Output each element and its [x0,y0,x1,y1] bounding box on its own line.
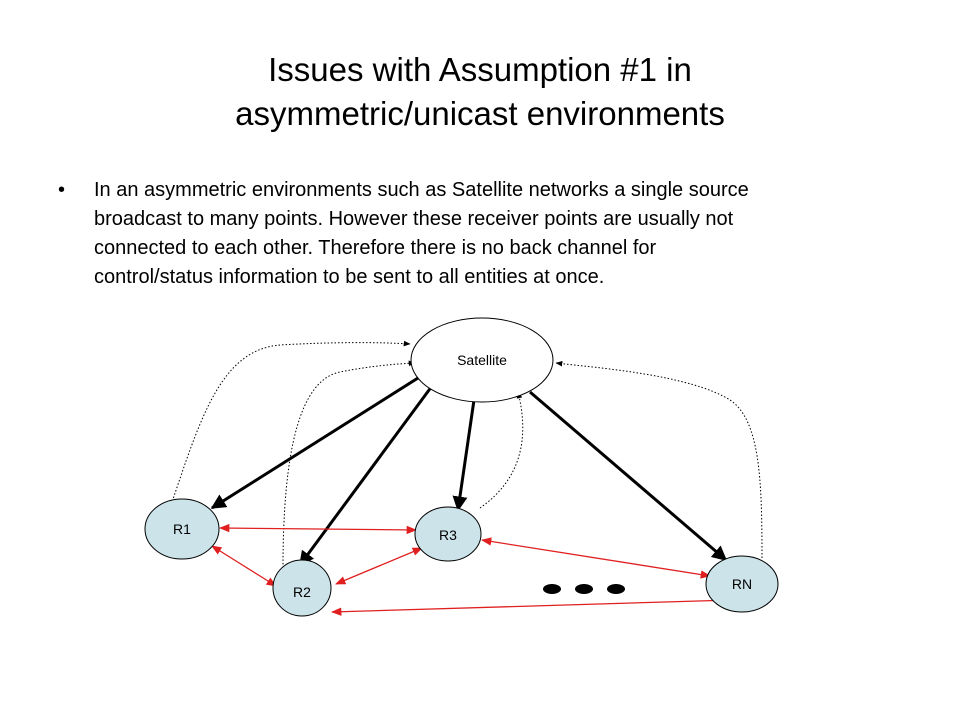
node-r3: R3 [414,506,482,562]
peer-link-r2-rn [330,596,734,616]
node-rn-label: RN [732,576,752,592]
node-r2-label: R2 [293,584,311,600]
node-rn: RN [705,555,779,613]
slide-title-line-1: Issues with Assumption #1 in [268,51,692,88]
peer-link-r1-r3 [218,523,418,535]
broadcast-arrow-r3 [452,399,476,512]
bullet-marker: • [58,179,66,201]
node-r3-label: R3 [439,527,457,543]
node-r1: R1 [144,498,220,560]
broadcast-arrow-r1 [210,376,419,510]
bullet-text: In an asymmetric environments such as Sa… [94,176,914,292]
broadcast-arrow-rn [529,390,728,562]
back-channel-rn [555,360,763,559]
broadcast-arrow-r2 [298,385,434,567]
node-r1-label: R1 [173,521,191,537]
slide-title-line-2: asymmetric/unicast environments [235,95,725,132]
bullet-line-2: broadcast to many points. However these … [94,208,734,230]
slide-title: Issues with Assumption #1 in asymmetric/… [0,48,960,136]
bullet-line-3: connected to each other. Therefore there… [94,237,657,259]
peer-link-r3-rn [480,537,712,579]
node-satellite: Satellite [410,317,554,403]
node-r2: R2 [272,559,332,617]
back-channel-r1 [169,340,411,509]
peer-link-r1-r2 [211,545,277,587]
peer-link-r2-r3 [335,547,423,585]
back-channel-r3 [479,391,524,509]
ellipsis-dots [543,584,625,594]
back-channel-r2 [282,360,416,569]
bullet-line-1: In an asymmetric environments such as Sa… [94,179,749,201]
bullet-line-4: control/status information to be sent to… [94,266,605,288]
node-satellite-label: Satellite [457,352,507,368]
